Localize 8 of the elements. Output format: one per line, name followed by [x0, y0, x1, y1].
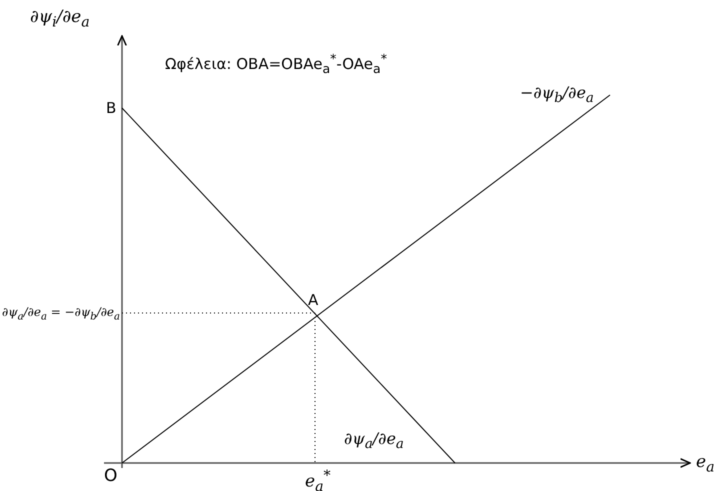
curve-label: −∂ψ$_{b}$/∂e$_{a}$	[520, 84, 594, 108]
curve-label: ∂ψ$_{a}$/∂e$_{a}$	[344, 430, 404, 454]
point-label: A	[308, 291, 318, 309]
axis-label: e$_{a}$	[696, 453, 715, 476]
axis-label: ∂ψ$_{i}$/∂e$_{a}$	[30, 8, 90, 32]
point-label: B	[106, 99, 116, 117]
origin-label: O	[104, 467, 118, 485]
equilibrium-label: ∂ψ$_{a}$/∂e$_{a}$ = −∂ψ$_{b}$/∂e$_{a}$	[2, 304, 120, 324]
